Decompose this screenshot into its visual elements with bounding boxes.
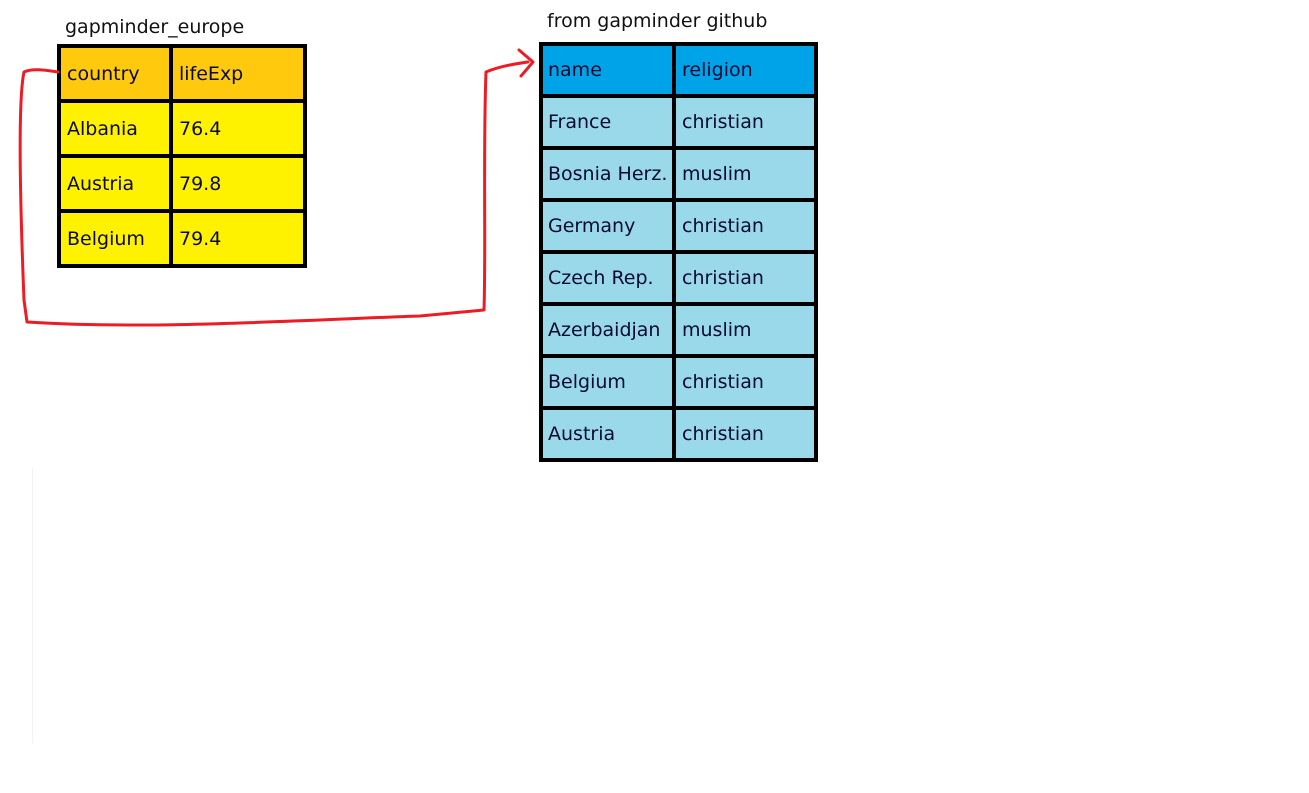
table-cell: christian <box>672 354 818 410</box>
left-table-header-country: country <box>57 44 173 103</box>
table-cell: christian <box>672 250 818 306</box>
table-cell: 79.8 <box>169 154 307 213</box>
table-cell: Austria <box>539 406 676 462</box>
table-cell: Belgium <box>539 354 676 410</box>
table-cell: Czech Rep. <box>539 250 676 306</box>
left-table-header-lifeexp: lifeExp <box>169 44 307 103</box>
table-cell: France <box>539 94 676 150</box>
table-cell: 79.4 <box>169 209 307 268</box>
left-table-title: gapminder_europe <box>65 16 245 38</box>
table-cell: Azerbaidjan <box>539 302 676 358</box>
table-row: Czech Rep.christian <box>539 250 818 306</box>
right-table-header-name: name <box>539 42 676 98</box>
right-table-header-religion: religion <box>672 42 818 98</box>
table-cell: christian <box>672 406 818 462</box>
table-cell: 76.4 <box>169 99 307 158</box>
table-cell: Germany <box>539 198 676 254</box>
table-cell: Austria <box>57 154 173 213</box>
table-cell: Albania <box>57 99 173 158</box>
faint-divider <box>32 468 33 743</box>
table-cell: Belgium <box>57 209 173 268</box>
table-cell: Bosnia Herz. <box>539 146 676 202</box>
table-cell: muslim <box>672 302 818 358</box>
table-row: Bosnia Herz.muslim <box>539 146 818 202</box>
table-cell: christian <box>672 94 818 150</box>
right-table-title: from gapminder github <box>547 10 768 32</box>
table-cell: muslim <box>672 146 818 202</box>
table-cell: christian <box>672 198 818 254</box>
arrowhead-icon <box>517 48 535 78</box>
